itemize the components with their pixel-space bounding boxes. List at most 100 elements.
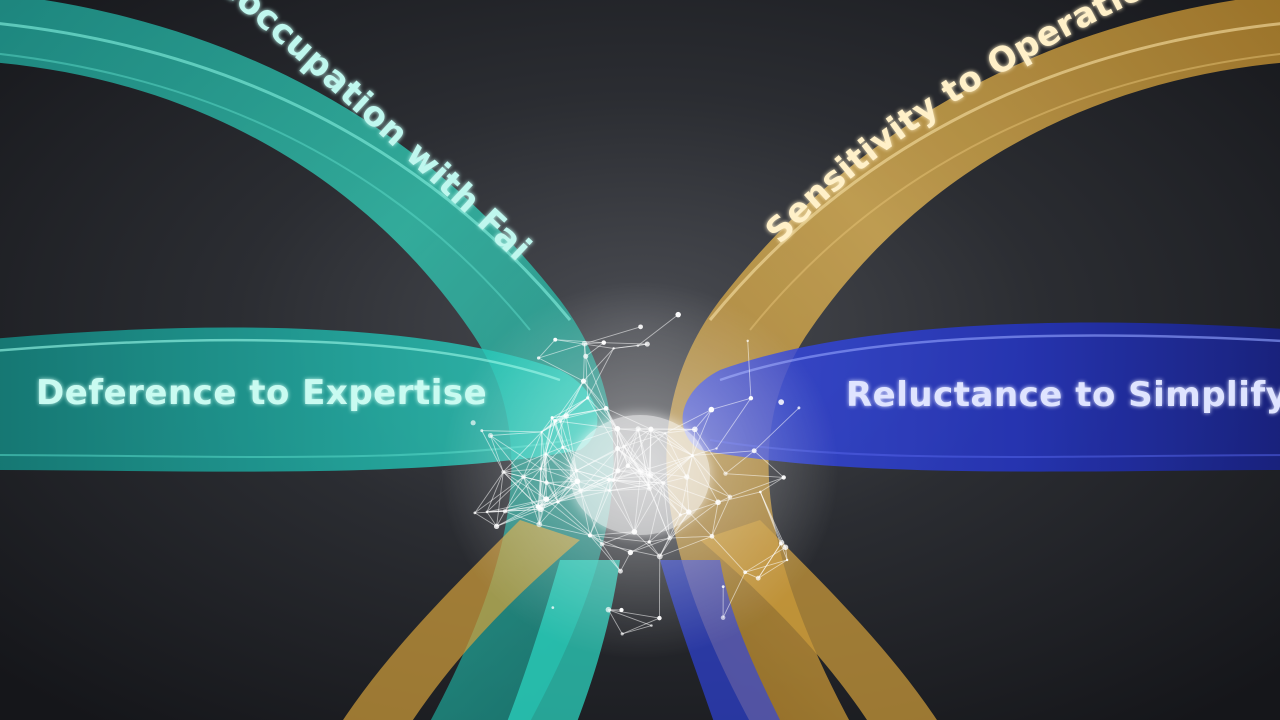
network-node <box>540 430 543 434</box>
network-link <box>503 453 547 473</box>
network-node <box>599 541 605 547</box>
network-link <box>554 380 584 422</box>
network-link <box>711 502 719 537</box>
network-link <box>753 407 800 452</box>
network-node <box>650 624 653 627</box>
network-link <box>725 450 755 475</box>
network-node <box>627 549 634 556</box>
network-node <box>657 615 662 621</box>
network-link <box>648 541 661 557</box>
network-node <box>721 585 725 589</box>
network-node <box>583 353 589 359</box>
network-node <box>797 406 801 410</box>
network-link <box>545 498 591 536</box>
network-node <box>656 553 663 560</box>
network-link <box>716 397 752 449</box>
network-node <box>558 419 563 424</box>
network-link <box>490 435 542 470</box>
network-link <box>760 477 784 493</box>
network-node <box>755 575 761 581</box>
network-link <box>589 535 631 553</box>
network-link <box>711 397 752 411</box>
network-link <box>688 511 713 537</box>
network-link <box>538 343 585 359</box>
network-link <box>630 537 670 553</box>
network-link <box>503 471 547 500</box>
network-link <box>541 417 553 433</box>
network-node <box>708 406 715 413</box>
network-link <box>622 617 660 635</box>
network-node <box>617 568 623 574</box>
network-node <box>675 311 681 318</box>
network-node <box>746 339 749 343</box>
network-link <box>496 511 506 527</box>
network-link <box>504 508 541 512</box>
network-link <box>474 510 505 514</box>
network-node <box>563 413 569 419</box>
network-node <box>470 420 476 426</box>
network-node <box>544 452 548 456</box>
network-node <box>580 378 587 384</box>
network-node <box>743 570 748 575</box>
network-node <box>536 521 543 528</box>
network-node <box>485 510 489 514</box>
network-link <box>608 609 660 619</box>
network-link <box>551 397 588 419</box>
network-node <box>544 480 549 485</box>
network-node <box>723 471 728 476</box>
network-link <box>504 510 540 525</box>
network-node <box>720 615 726 620</box>
network-link <box>711 496 731 537</box>
network-link <box>560 421 564 448</box>
network-link <box>481 430 504 473</box>
network-link <box>545 453 547 483</box>
network-node <box>715 499 721 506</box>
network-link <box>545 453 559 502</box>
network-node <box>543 496 550 503</box>
network-link <box>504 501 558 512</box>
network-link <box>555 339 604 344</box>
network-link <box>486 511 497 527</box>
network-link <box>747 340 752 399</box>
network-node <box>581 340 588 347</box>
network-node <box>601 340 607 345</box>
network-link <box>601 543 621 572</box>
network-link <box>540 417 553 469</box>
network-link <box>659 535 713 557</box>
network-link <box>729 476 784 498</box>
network-link <box>725 473 784 478</box>
network-link <box>540 453 547 469</box>
network-node <box>493 523 500 530</box>
network-link <box>486 476 524 513</box>
network-link <box>583 343 586 382</box>
network-node <box>556 500 560 504</box>
network-node <box>619 607 624 613</box>
network-node <box>553 337 558 342</box>
network-link <box>584 326 641 345</box>
network-link <box>502 431 543 473</box>
network-node <box>538 506 544 513</box>
network-link <box>555 397 588 422</box>
network-link <box>523 453 547 478</box>
label-reluctance-to-simplify: Reluctance to Simplify <box>846 375 1280 415</box>
network-link <box>659 537 671 557</box>
network-link <box>537 506 591 536</box>
network-link <box>669 535 712 539</box>
network-node <box>781 475 786 480</box>
network-link <box>503 468 541 473</box>
network-link <box>589 535 621 572</box>
network-node <box>551 606 555 609</box>
network-node <box>727 494 733 500</box>
network-link <box>540 468 559 503</box>
network-link <box>649 537 670 543</box>
network-link <box>496 471 504 527</box>
network-link <box>669 501 719 539</box>
network-node <box>638 324 643 330</box>
network-node <box>778 399 785 405</box>
network-link <box>780 543 788 561</box>
network-link <box>744 546 786 573</box>
network-node <box>644 341 650 347</box>
network-node <box>620 632 624 636</box>
network-node <box>636 344 640 347</box>
